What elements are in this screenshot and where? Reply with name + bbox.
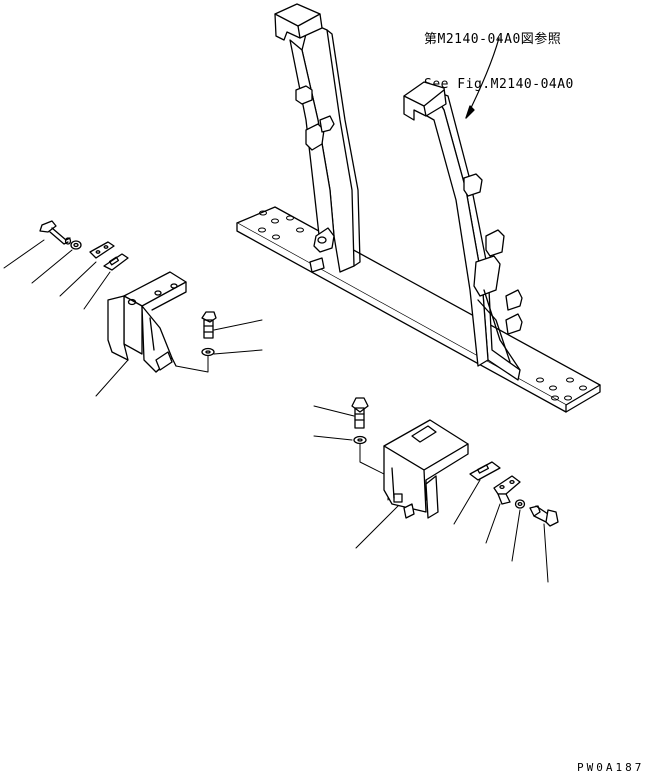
main-frame (237, 4, 600, 412)
left-washer (71, 241, 81, 249)
base-beam (237, 207, 600, 405)
right-plate-b (494, 476, 520, 494)
figure-reference-note: 第M2140-04A0図参照 See Fig.M2140-04A0 (424, 2, 574, 107)
right-bolt-long (530, 506, 558, 526)
right-plate-a (470, 462, 500, 480)
right-upright (404, 82, 522, 380)
right-washer-small (354, 437, 366, 444)
right-bracket-assembly (352, 398, 558, 526)
drawing-code: PW0A187 (577, 761, 645, 774)
left-plate-a (90, 242, 114, 258)
left-upright (275, 4, 360, 272)
right-washer (516, 500, 525, 508)
left-bolt-short (202, 312, 216, 338)
left-washer-small (202, 349, 214, 356)
figure-reference-jp: 第M2140-04A0図参照 (424, 32, 562, 47)
reference-leader-arrow (466, 38, 499, 118)
beam-holes-right (537, 378, 587, 400)
left-bracket-assembly (40, 221, 216, 372)
right-bracket (384, 420, 468, 518)
left-bracket (108, 272, 186, 372)
right-bolt-short (352, 398, 368, 428)
beam-holes-left (259, 211, 304, 239)
callout-leaders (4, 240, 548, 582)
left-bolt-long (40, 221, 71, 244)
